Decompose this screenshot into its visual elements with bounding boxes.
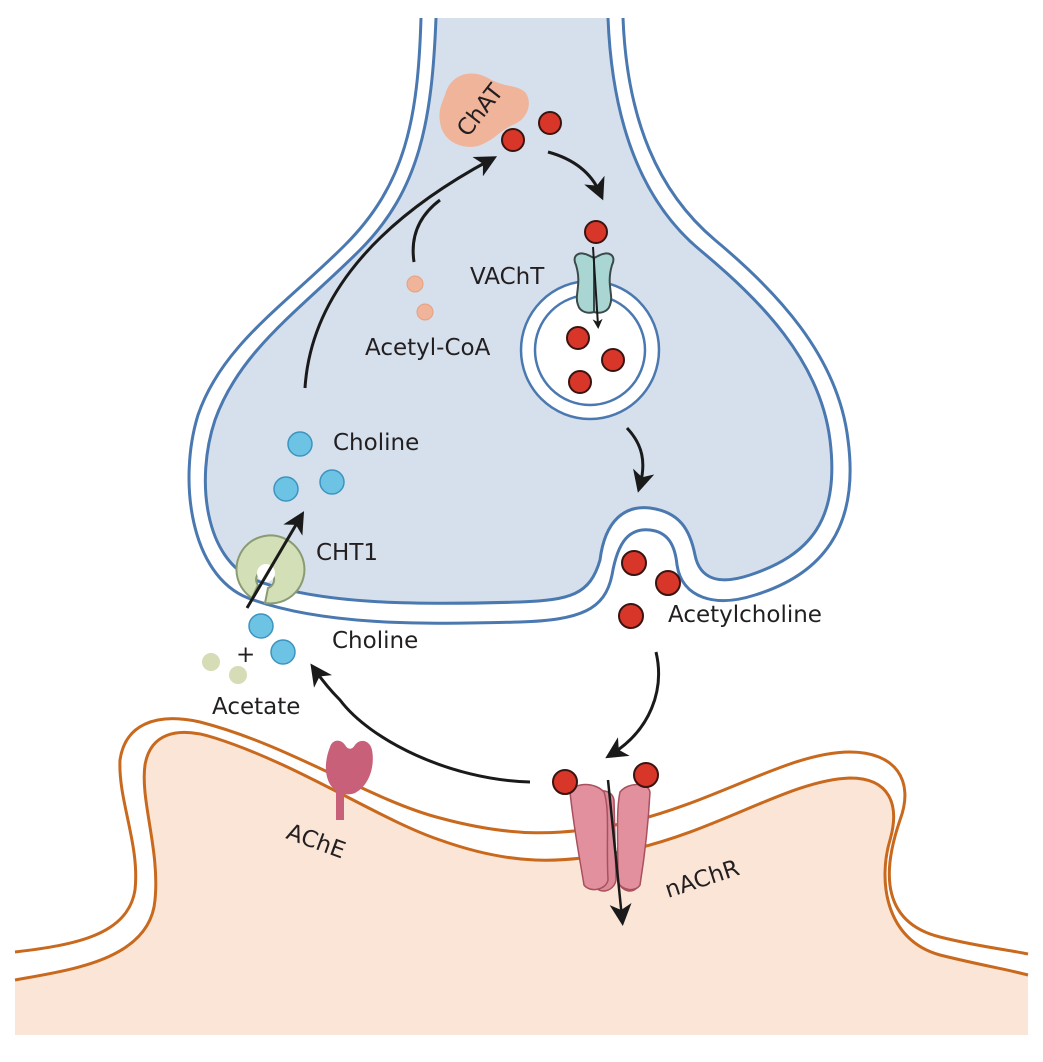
choline-cleft-label: Choline [332,628,418,654]
acetylcholine-molecule [584,220,608,244]
acetylcholine-molecule [538,111,562,135]
postsynaptic-inner-membrane [14,730,1029,982]
arrow-vesicle-to-release [625,426,655,493]
arrow-to-vacht [547,150,605,201]
vacht-transporter: VAChT [470,246,615,329]
choline-molecule [273,476,299,502]
acetate-label: Acetate [212,694,300,720]
vacht-label: VAChT [470,264,545,290]
choline-molecule [248,613,274,639]
acetylcholine-molecule [655,570,681,596]
choline-cleft: Choline + [236,613,418,668]
choline-molecule [287,431,313,457]
plus-sign: + [236,642,255,668]
postsynaptic-cell [14,717,1029,1035]
choline-intracellular-label: Choline [333,430,419,456]
acetylcholine-label: Acetylcholine [668,602,822,628]
cht1-label: CHT1 [316,540,378,566]
acetylcholine-molecule [621,550,647,576]
acetylcholine-molecule [601,348,625,372]
acetyl-coa-molecule [406,275,424,293]
ache-head [325,740,373,795]
vacht-right-subunit [593,252,615,314]
acetylcholine-molecule [568,370,592,394]
arrow-hydrolysis-to-choline [310,663,531,784]
ache-anchor [336,790,344,820]
acetylcholine-bound [633,762,659,788]
arrow-acetyl-coa-branch [411,198,441,263]
choline-molecule [319,469,345,495]
acetate: Acetate [202,653,300,720]
acetyl-coa-label: Acetyl-CoA [365,335,491,361]
chat-shape [439,73,529,147]
presynaptic-fill [205,18,832,604]
chat-enzyme: ChAT [439,73,529,147]
presynaptic-outer-membrane [187,17,852,625]
arrow-choline-uptake [245,511,305,609]
choline-molecule [270,639,296,665]
acetylcholine-molecule [618,603,644,629]
acetyl-coa-molecule [416,303,434,321]
nachr-left-subunit [569,783,609,891]
synaptic-vesicle [519,279,661,421]
acetylcholine-molecule [501,128,525,152]
presynaptic-inner-membrane [203,17,834,605]
arrow-choline-to-chat [303,156,498,389]
acetylcholine-bound [552,769,578,795]
postsynaptic-fill [15,732,1028,1035]
vacht-arrow [592,246,603,329]
choline-intracellular: Choline [273,430,419,502]
acetylcholine-molecule [566,326,590,350]
arrow-ach-to-nachr [605,651,661,759]
postsynaptic-outer-membrane [14,717,1029,956]
vacht-left-subunit [573,252,595,314]
acetylcholine-released: Acetylcholine [618,550,822,629]
acetate-molecule [229,666,247,684]
ion-flow-arrow [606,779,632,926]
acetate-molecule [202,653,220,671]
presynaptic-terminal [187,17,852,625]
acetyl-coa: Acetyl-CoA [365,275,491,361]
